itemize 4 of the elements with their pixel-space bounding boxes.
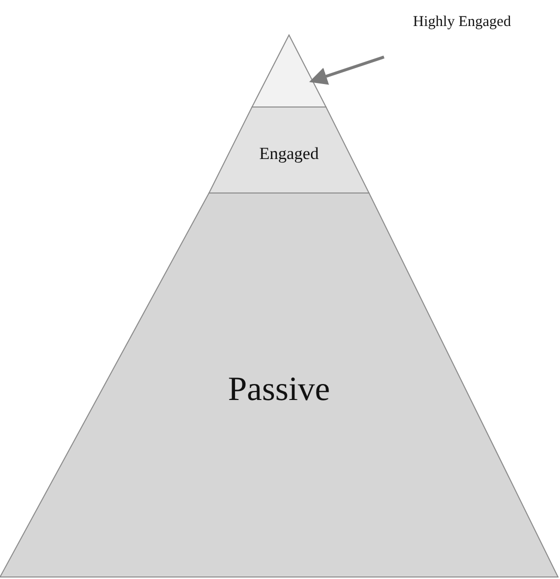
- tier-label: Passive: [228, 371, 330, 409]
- callout-label: Highly Engaged: [413, 14, 511, 31]
- tier-label: Engaged: [259, 144, 319, 164]
- leader-arrow: [309, 56, 384, 85]
